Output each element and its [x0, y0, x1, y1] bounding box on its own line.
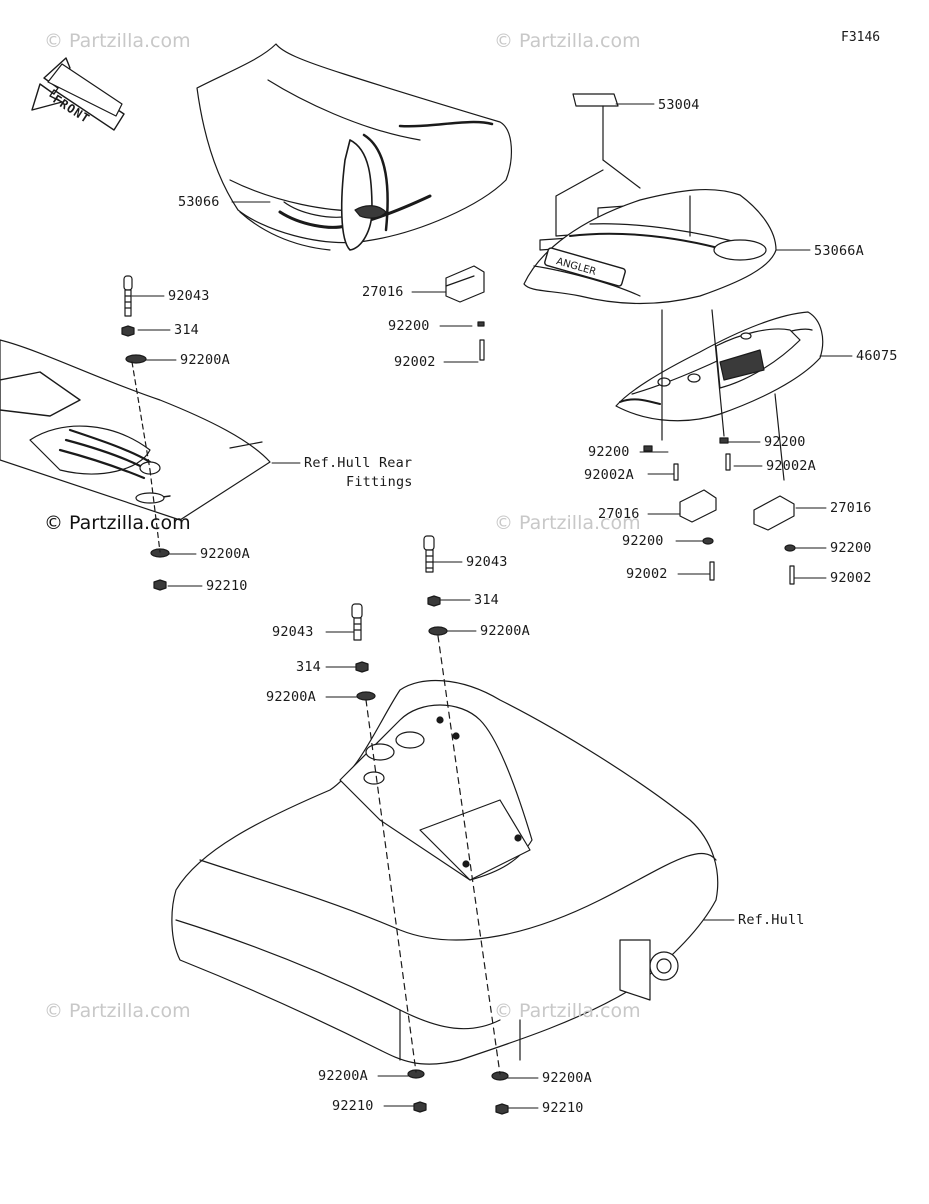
callout-53066: 53066 [178, 194, 220, 210]
callout-92200A: 92200A [542, 1070, 592, 1086]
callout-92043: 92043 [466, 554, 508, 570]
callout-92200: 92200 [588, 444, 630, 460]
callout-92210: 92210 [542, 1100, 584, 1116]
watermark: © Partzilla.com [44, 512, 191, 534]
callout-92043: 92043 [168, 288, 210, 304]
hull-rear-fittings [0, 339, 271, 553]
figure-code: F3146 [841, 30, 881, 45]
watermark: © Partzilla.com [494, 512, 641, 534]
callout-314: 314 [296, 659, 321, 675]
watermark: © Partzilla.com [44, 1000, 191, 1022]
callout-92210: 92210 [206, 578, 248, 594]
callout-53004: 53004 [658, 97, 700, 113]
cover-53066A: ANGLER [523, 188, 777, 305]
ref-hull-rear-label-2: Fittings [346, 474, 413, 490]
ref-hull-rear-label: Ref.Hull Rear [304, 455, 413, 471]
callout-92002: 92002 [626, 566, 668, 582]
front-arrow-icon [31, 57, 125, 131]
ref-hull-label: Ref.Hull [738, 912, 805, 928]
callout-92200A: 92200A [200, 546, 250, 562]
seat-53066 [196, 43, 512, 251]
callout-314: 314 [174, 322, 199, 338]
callout-46075: 46075 [856, 348, 898, 364]
main-hull [171, 635, 719, 1075]
leader-lines [131, 103, 853, 1109]
callout-92200: 92200 [388, 318, 430, 334]
callout-92200: 92200 [830, 540, 872, 556]
watermark: © Partzilla.com [494, 30, 641, 52]
callout-92002: 92002 [830, 570, 872, 586]
rear-rack-46075 [615, 309, 824, 481]
callout-92200A: 92200A [318, 1068, 368, 1084]
callout-314: 314 [474, 592, 499, 608]
hardware-parts [121, 265, 796, 1115]
callout-92200A: 92200A [266, 689, 316, 705]
watermark: © Partzilla.com [44, 30, 191, 52]
callout-92200A: 92200A [180, 352, 230, 368]
callout-53066A: 53066A [814, 243, 864, 259]
callout-27016: 27016 [598, 506, 640, 522]
callout-92043: 92043 [272, 624, 314, 640]
callout-92200: 92200 [764, 434, 806, 450]
callout-92200A: 92200A [480, 623, 530, 639]
callout-92210: 92210 [332, 1098, 374, 1114]
callout-92002A: 92002A [766, 458, 816, 474]
callout-27016: 27016 [362, 284, 404, 300]
callout-92200: 92200 [622, 533, 664, 549]
callout-92002: 92002 [394, 354, 436, 370]
callout-92002A: 92002A [584, 467, 634, 483]
callout-27016: 27016 [830, 500, 872, 516]
watermark: © Partzilla.com [494, 1000, 641, 1022]
